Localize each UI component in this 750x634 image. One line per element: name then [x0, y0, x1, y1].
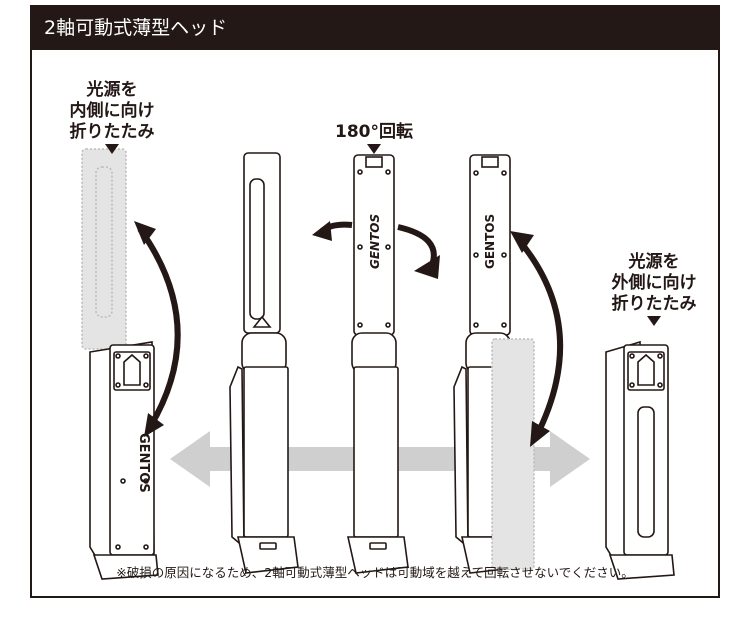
ghost-head [81, 148, 127, 350]
down-triangle-icon [105, 144, 119, 154]
device-unfolding-outward [453, 154, 535, 574]
label-inward-fold: 光源を 内側に向け 折りたたみ [52, 59, 172, 175]
down-triangle-icon [367, 144, 381, 154]
label-outward-fold: 光源を 外側に向け 折りたたみ [594, 231, 714, 347]
brand-text-device-4: GENTOS [483, 214, 497, 269]
section-title: 2軸可動式薄型ヘッド [32, 7, 718, 50]
device-folded-inward [81, 148, 159, 580]
label-inward-fold-text: 光源を 内側に向け 折りたたみ [69, 80, 155, 142]
diagram-frame: 2軸可動式薄型ヘッド GENTOS [30, 5, 720, 598]
label-rotate-text: 180°回転 [335, 122, 413, 142]
brand-text-device-3: GENTOS [368, 214, 382, 269]
curved-double-arrow-icon [134, 221, 181, 437]
caution-footnote: ※破損の原因になるため、2軸可動式薄型ヘッドは可動域を越えて回転させないでくださ… [116, 565, 634, 580]
device-unfolded-front [229, 152, 299, 574]
illustration: GENTOS G [81, 148, 675, 580]
down-triangle-icon [647, 316, 661, 326]
rotate-arrow-icon [312, 221, 440, 279]
device-folded-outward [605, 340, 675, 580]
device-rotated [347, 154, 409, 574]
label-rotate: 180°回転 [314, 101, 434, 175]
label-outward-fold-text: 光源を 外側に向け 折りたたみ [611, 252, 697, 314]
curved-double-arrow-icon [510, 231, 564, 447]
ghost-folded-head [491, 338, 535, 570]
brand-text-device-1: GENTOS [136, 433, 151, 493]
